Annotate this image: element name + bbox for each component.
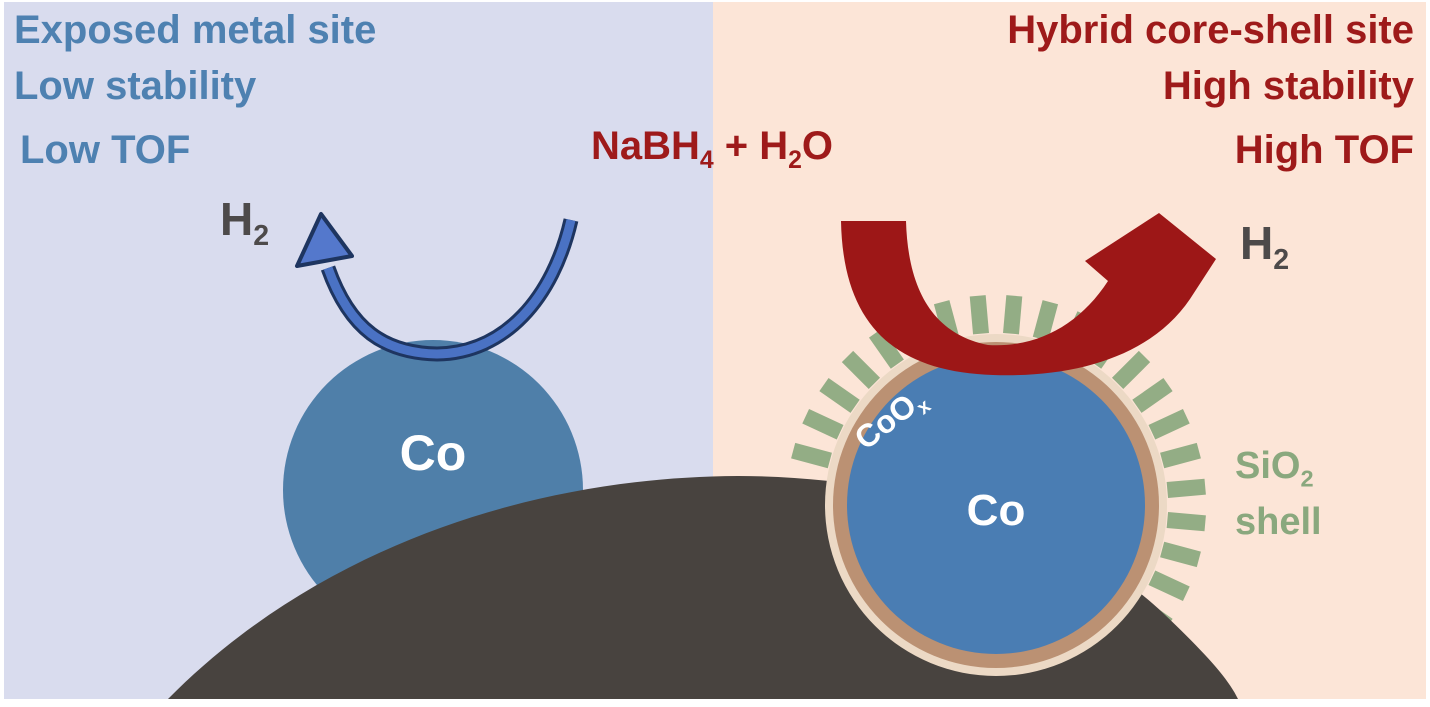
arrow-left-arrowhead-icon: [295, 212, 354, 268]
h2-release-arrow-left: [295, 212, 579, 362]
sio2-shell-dash: [933, 300, 960, 341]
reaction-plus-h: + H: [713, 124, 789, 168]
reaction-label: NaBH4 + H2O: [512, 124, 912, 173]
co-nanoparticle-right: [847, 356, 1145, 654]
arrow-left-curve: [323, 218, 576, 359]
sio2-shell-dash: [1160, 541, 1201, 568]
sio2-label-line2: shell: [1235, 501, 1322, 543]
heading-exposed-metal-site: Exposed metal site: [14, 8, 377, 52]
sio2-shell-dash: [1148, 408, 1190, 440]
heading-high-stability: High stability: [1162, 64, 1414, 108]
heading-low-stability: Low stability: [14, 64, 257, 108]
sio2-shell-dash: [1166, 478, 1206, 498]
sio2-shell-dash: [1160, 442, 1201, 469]
reaction-sub-2: 2: [788, 147, 802, 174]
sio2-shell-dash: [1132, 377, 1173, 413]
heading-hybrid-core-shell-site: Hybrid core-shell site: [1007, 8, 1414, 52]
reaction-nabh: NaBH: [590, 124, 700, 168]
sio2-base: SiO: [1235, 445, 1301, 487]
sio2-sub: 2: [1300, 465, 1314, 492]
h2-right-base: H: [1240, 217, 1274, 269]
sio2-shell-dash: [791, 442, 832, 469]
sio2-shell-dash: [1111, 350, 1151, 390]
h2-label-left: H2: [220, 192, 269, 250]
co-label-right: Co: [966, 486, 1026, 535]
sio2-shell-dash: [868, 328, 904, 369]
h2-label-right: H2: [1240, 216, 1289, 274]
h2-release-arrow-right: [841, 213, 1216, 376]
reaction-o: O: [801, 124, 834, 168]
sio2-shell-dash: [802, 408, 844, 440]
sio2-shell-dash: [841, 350, 881, 390]
sio2-shell-label: SiO2 shell: [1235, 438, 1322, 550]
sio2-shell-dash: [1148, 570, 1190, 602]
sio2-shell-dash: [1003, 295, 1023, 335]
co-label-left: Co: [399, 425, 467, 481]
h2-left-sub: 2: [253, 220, 270, 253]
sio2-shell-dash: [1166, 512, 1206, 532]
heading-high-tof: High TOF: [1234, 128, 1414, 172]
sio2-shell-dash: [969, 295, 989, 335]
h2-right-sub: 2: [1273, 244, 1290, 277]
sio2-label-line1: SiO2: [1235, 438, 1322, 494]
sio2-shell-dash: [819, 377, 860, 413]
h2-left-base: H: [220, 193, 254, 245]
reaction-sub-4: 4: [699, 147, 714, 174]
sio2-shell-dash: [1032, 300, 1059, 341]
heading-low-tof: Low TOF: [20, 128, 191, 172]
